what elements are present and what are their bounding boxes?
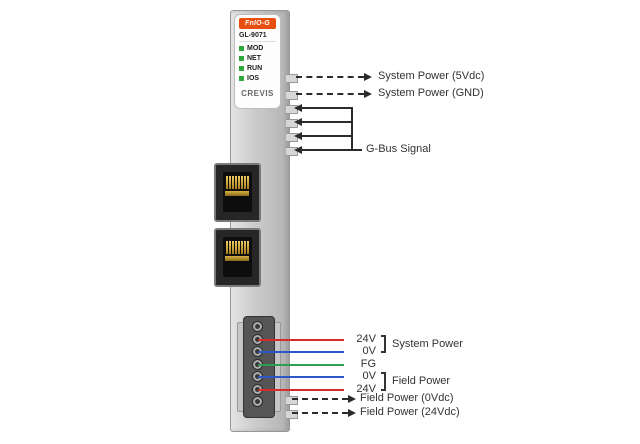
rj45-port-top [214,163,261,222]
rj45-port-bottom [214,228,261,287]
led-indicator-ios [239,76,244,81]
led-row-ios: IOS [239,75,276,82]
arrow-left-icon [294,146,302,154]
arrow-left-icon [294,104,302,112]
wire-label-fg: FG [360,358,376,370]
terminal-screw [252,321,263,332]
terminal-screw [252,396,263,407]
model-number: GL-9071 [239,32,276,42]
series-badge: FnIO-G [239,18,276,29]
bus-pin-tab [286,74,298,83]
rj45-opening [223,237,252,277]
field-pin-tab [286,396,298,405]
brand-name: CREVIS [241,89,274,98]
group-label-system-power: System Power [392,338,463,350]
module-label-panel: FnIO-G GL-9071 MOD NET RUN IOS CREVIS [234,14,281,109]
callout-field-power-0v: Field Power (0Vdc) [360,392,454,404]
rj45-gold-pins [226,176,249,189]
group-label-field-power: Field Power [392,375,451,387]
arrow-right-icon [364,90,372,98]
field-power-bracket [381,372,386,391]
wire-label-0v-system: 0V [362,345,376,357]
callout-field-power-24v: Field Power (24Vdc) [360,406,460,418]
callout-line-gnd [296,93,364,95]
led-indicator-run [239,66,244,71]
led-row-run: RUN [239,65,276,72]
gbus-connector-line [351,107,353,151]
wire-24v-field [258,389,344,391]
led-label-mod: MOD [247,45,264,52]
gbus-line [302,107,353,109]
rj45-gold-pins [226,241,249,254]
wire-0v-system [258,351,344,353]
arrow-left-icon [294,118,302,126]
bus-pin-tab [286,91,298,100]
callout-line-field-24v [292,412,348,414]
wire-0v-field [258,376,344,378]
arrow-left-icon [294,132,302,140]
gbus-line [302,149,362,151]
callout-line-5v [296,76,364,78]
rj45-opening [223,172,252,212]
arrow-right-icon [348,395,356,403]
led-indicator-net [239,56,244,61]
wire-label-0v-field: 0V [362,370,376,382]
field-pin-tab [286,410,298,419]
led-label-run: RUN [247,65,263,72]
callout-system-power-5v: System Power (5Vdc) [378,70,485,82]
wire-fg [258,364,344,366]
led-row-mod: MOD [239,45,276,52]
led-label-ios: IOS [247,75,260,82]
gbus-line [302,135,353,137]
gbus-line [302,121,353,123]
led-indicator-mod [239,46,244,51]
led-row-net: NET [239,55,276,62]
callout-line-field-0v [292,398,348,400]
rj45-contact-bar [225,191,249,196]
wire-label-24v-system: 24V [356,333,376,345]
wire-24v-system [258,339,344,341]
callout-gbus-signal: G-Bus Signal [366,143,431,155]
callout-system-power-gnd: System Power (GND) [378,87,484,99]
system-power-bracket [381,335,386,353]
led-label-net: NET [247,55,261,62]
arrow-right-icon [348,409,356,417]
wire-label-24v-field: 24V [356,383,376,395]
rj45-contact-bar [225,256,249,261]
arrow-right-icon [364,73,372,81]
